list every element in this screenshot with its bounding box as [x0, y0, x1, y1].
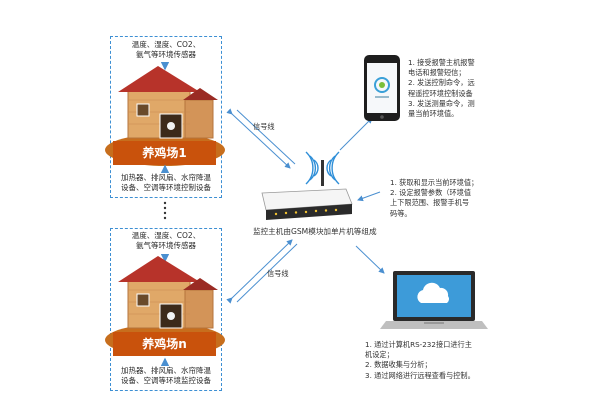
host-label: 监控主机由GSM模块加单片机等组成	[253, 227, 377, 236]
pc-link-arrow	[355, 245, 385, 274]
farm-n-sign: 养鸡场n	[113, 332, 216, 356]
signal-line-top	[226, 108, 296, 169]
farm-n-sensors-label: 温度、湿度、CO2、 氨气等环境传感器	[131, 231, 201, 250]
host-functions: 1. 获取和显示当前环境值； 2. 设定报警参数（环境值 上下限范围、报警手机号…	[390, 178, 479, 218]
farm-1-sensors-label: 温度、湿度、CO2、 氨气等环境传感器	[131, 40, 201, 59]
pc-functions: 1. 通过计算机RS-232接口进行主 机设定； 2. 数据收集与分析； 3. …	[365, 340, 475, 380]
host-note-arrow	[357, 191, 381, 202]
signal-line-bottom	[226, 239, 298, 304]
cloud-icon	[417, 282, 450, 303]
farm-n-panel	[110, 228, 222, 391]
signal-line-label-bottom: 信号线	[267, 269, 289, 278]
wifi-signal-icon	[305, 151, 340, 185]
farm-n-control-label: 加热器、排风扇、水帘降温 设备、空调等环境监控设备	[121, 366, 211, 385]
farms-ellipsis	[163, 201, 167, 220]
farm-1-control-label: 加热器、排风扇、水帘降温 设备、空调等环境控制设备	[121, 173, 211, 192]
farm-1-panel	[110, 36, 222, 198]
phone-functions: 1. 接受报警主机报警 电话和报警短信； 2. 发送控制命令，远 程遥控环境控制…	[408, 58, 475, 119]
farm-1-sign: 养鸡场1	[113, 141, 216, 165]
phone-link-arrow	[339, 117, 373, 151]
signal-line-label-top: 信号线	[253, 122, 275, 131]
